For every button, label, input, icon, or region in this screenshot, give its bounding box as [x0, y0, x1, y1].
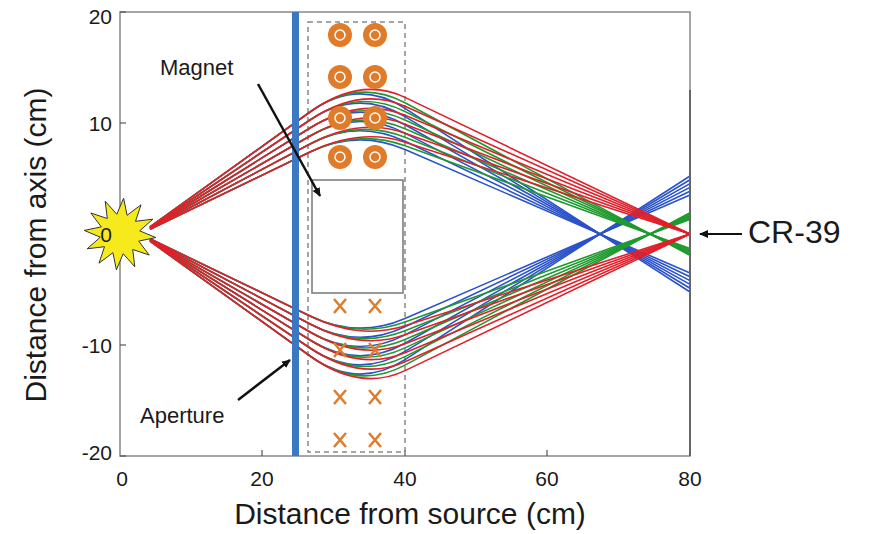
trajectory — [150, 118, 690, 234]
tick-label: 0 — [116, 468, 128, 489]
coil-out — [328, 106, 352, 130]
magnet-outline — [308, 22, 405, 452]
part-label: Magnet — [160, 57, 233, 79]
tick-label: -10 — [82, 335, 112, 356]
tick-label: 40 — [393, 468, 416, 489]
coil-dot — [335, 152, 345, 162]
trajectory — [150, 213, 690, 376]
coil-out — [363, 65, 387, 89]
magnet-coils — [328, 23, 387, 447]
coil-dot — [370, 152, 380, 162]
coil-out — [328, 145, 352, 169]
trajectory — [150, 234, 690, 369]
coil-out — [363, 106, 387, 130]
trajectory — [150, 111, 690, 253]
plot-frame — [120, 12, 690, 456]
axis-title: Distance from axis (cm) — [21, 87, 51, 402]
trajectory — [150, 120, 690, 251]
trajectory — [150, 234, 690, 350]
coil-dot — [370, 113, 380, 123]
axis-ticks — [120, 12, 547, 456]
trajectories — [150, 89, 690, 378]
trajectory — [150, 99, 690, 234]
aperture-bar — [292, 12, 299, 456]
trajectory — [150, 234, 690, 379]
coil-in — [369, 390, 381, 404]
trajectory — [150, 215, 690, 357]
coil-out — [328, 23, 352, 47]
coil-out — [328, 65, 352, 89]
coil-in — [334, 390, 346, 404]
magnet-gap — [312, 180, 403, 293]
trajectory — [150, 89, 690, 234]
trajectory — [150, 139, 690, 249]
leader-arrow — [700, 233, 742, 235]
axis-title: Distance from source (cm) — [234, 499, 586, 529]
coil-in — [334, 343, 346, 357]
trajectory — [150, 102, 690, 254]
coil-in — [369, 299, 381, 313]
trajectory — [150, 217, 690, 348]
tick-label: 20 — [250, 468, 273, 489]
coil-dot — [335, 72, 345, 82]
coil-in — [334, 299, 346, 313]
coil-dot — [370, 30, 380, 40]
tick-label: 80 — [678, 468, 701, 489]
coil-dot — [370, 72, 380, 82]
tick-label: 20 — [89, 6, 112, 27]
trajectory — [150, 234, 690, 360]
trajectory — [150, 218, 690, 338]
tick-label: 60 — [535, 468, 558, 489]
tick-label: -20 — [82, 442, 112, 463]
leader-arrow — [258, 84, 320, 196]
trajectory — [150, 129, 690, 249]
part-label: Aperture — [140, 405, 224, 427]
tick-label: 10 — [89, 113, 112, 134]
coil-dot — [335, 113, 345, 123]
coil-in — [369, 433, 381, 447]
cr39-detector — [689, 90, 691, 456]
trajectory — [150, 220, 690, 330]
coil-dot — [335, 30, 345, 40]
part-label: CR-39 — [748, 216, 840, 248]
tick-label: 0 — [100, 224, 112, 245]
trajectory — [150, 214, 690, 367]
trajectory — [150, 92, 690, 255]
source-burst — [84, 198, 156, 270]
coil-out — [363, 145, 387, 169]
trajectory — [150, 108, 690, 234]
coil-in — [369, 343, 381, 357]
leader-arrow — [238, 360, 290, 400]
coil-out — [363, 23, 387, 47]
coil-in — [334, 433, 346, 447]
